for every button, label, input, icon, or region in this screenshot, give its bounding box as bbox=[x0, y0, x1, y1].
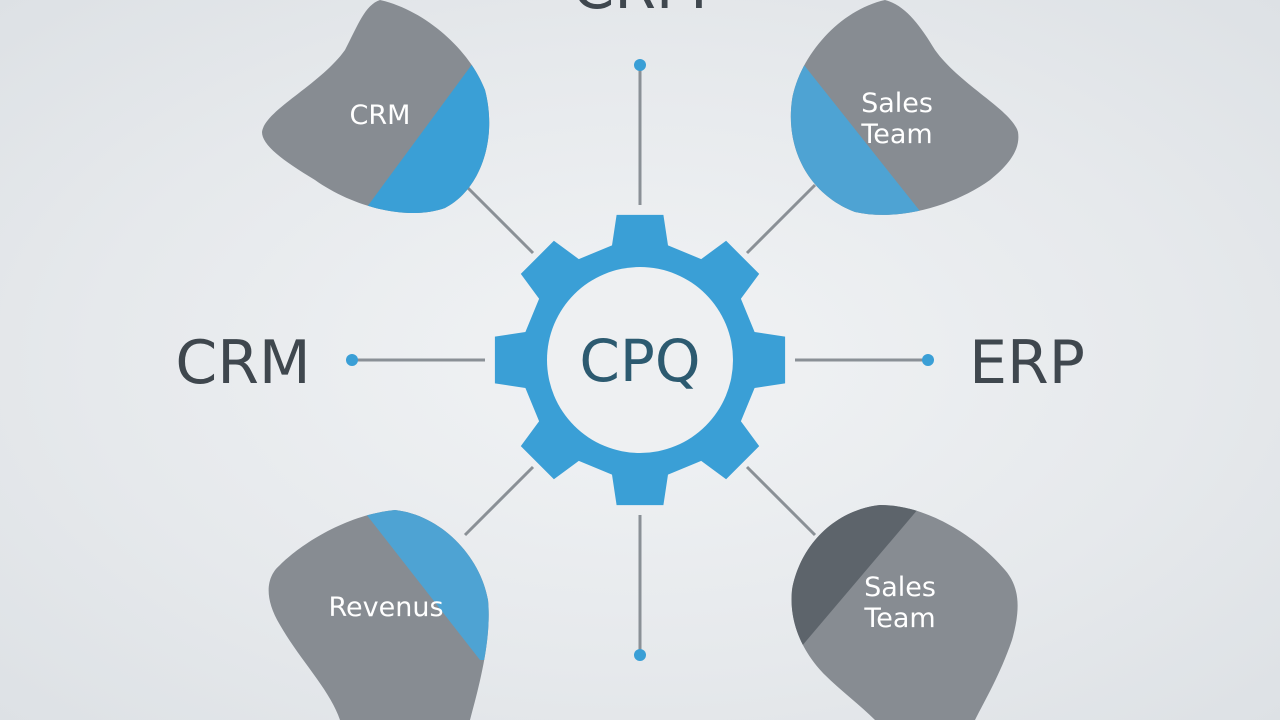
petal-label-line: Team bbox=[863, 603, 935, 634]
connector-dot-left bbox=[346, 354, 358, 366]
connector-dot-bottom bbox=[634, 649, 646, 661]
gear-icon bbox=[494, 214, 786, 506]
left-label: CRM bbox=[175, 328, 310, 398]
connector-dot-right bbox=[922, 354, 934, 366]
connector-lines bbox=[346, 59, 934, 661]
petal-label-line: Sales bbox=[861, 88, 933, 119]
center-label: CPQ bbox=[579, 327, 700, 395]
petal-label-line: Revenus bbox=[328, 592, 443, 623]
petal-label-line: Sales bbox=[864, 572, 936, 603]
connector-dot-top bbox=[634, 59, 646, 71]
connector-top-left bbox=[463, 183, 535, 255]
top-label: CRM bbox=[572, 0, 707, 23]
petal-bottom-left: Revenus bbox=[268, 510, 489, 720]
connector-bottom-right bbox=[745, 465, 817, 537]
petal-top-left: CRM bbox=[262, 0, 490, 214]
petal-top-left-label: CRM bbox=[350, 100, 411, 131]
connector-bottom-left bbox=[463, 465, 535, 537]
petal-label-line: Team bbox=[860, 119, 932, 150]
connector-top-right bbox=[745, 183, 817, 255]
petal-label-line: CRM bbox=[350, 100, 411, 131]
right-label: ERP bbox=[969, 328, 1085, 398]
gear-center bbox=[547, 267, 733, 453]
petal-bottom-left-label: Revenus bbox=[328, 592, 443, 623]
